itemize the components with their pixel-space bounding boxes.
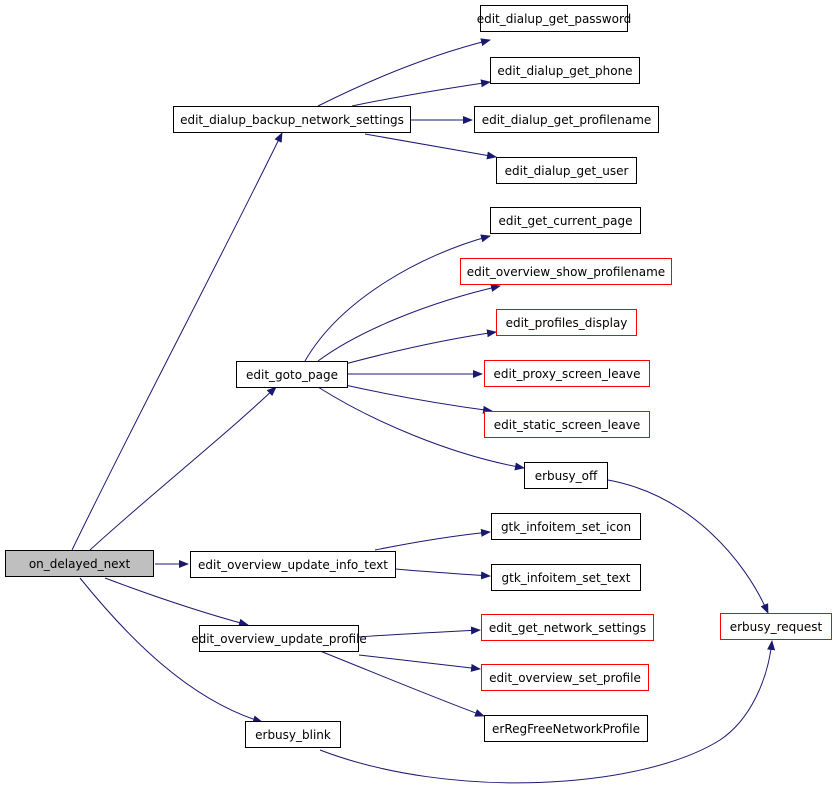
function-node[interactable]: edit_get_current_page: [490, 207, 641, 234]
edge-info-to-set-icon: [374, 528, 491, 551]
edge-info-to-set-text: [394, 568, 491, 580]
edge-blink-to-request: [319, 640, 776, 784]
edge-goto-to-show-profilename: [317, 284, 501, 362]
edge-off-to-request: [607, 479, 769, 614]
function-node-truncated[interactable]: edit_static_screen_leave: [484, 411, 650, 438]
edge-backup-to-password: [317, 38, 491, 107]
edge-profile-to-regfree: [319, 650, 485, 717]
function-node[interactable]: edit_dialup_get_phone: [490, 57, 640, 84]
edge-root-to-blink: [79, 577, 263, 724]
function-node[interactable]: edit_dialup_get_password: [477, 5, 631, 32]
function-node-truncated[interactable]: edit_overview_show_profilename: [460, 258, 672, 285]
function-node[interactable]: edit_goto_page: [236, 361, 348, 388]
function-node-truncated[interactable]: edit_overview_set_profile: [481, 664, 649, 691]
function-node-truncated[interactable]: edit_get_network_settings: [481, 614, 654, 641]
edge-goto-to-erbusy-off: [317, 386, 525, 471]
function-node[interactable]: gtk_infoitem_set_icon: [491, 513, 641, 540]
function-node[interactable]: edit_dialup_backup_network_settings: [173, 106, 411, 133]
function-node[interactable]: edit_overview_update_profile: [191, 625, 367, 652]
function-node-truncated[interactable]: edit_proxy_screen_leave: [484, 360, 650, 387]
root-function-node: on_delayed_next: [5, 550, 154, 577]
function-node[interactable]: erbusy_off: [524, 462, 608, 489]
function-node[interactable]: gtk_infoitem_set_text: [491, 564, 641, 591]
edge-backup-to-user: [364, 133, 497, 160]
edge-backup-to-phone: [351, 79, 491, 107]
function-node-truncated[interactable]: edit_profiles_display: [496, 309, 637, 336]
function-node[interactable]: erRegFreeNetworkProfile: [484, 715, 648, 742]
edge-root-to-backup: [71, 132, 283, 551]
edge-profile-to-network-settings: [358, 626, 481, 638]
edge-goto-to-static-leave: [344, 384, 493, 414]
function-node[interactable]: erbusy_blink: [245, 721, 341, 748]
edge-goto-to-profiles-display: [344, 329, 497, 365]
edge-root-to-update-profile: [104, 577, 249, 627]
edge-root-to-goto: [89, 386, 277, 551]
function-node[interactable]: edit_overview_update_info_text: [190, 551, 396, 578]
function-node[interactable]: edit_dialup_get_user: [496, 157, 637, 184]
function-node-truncated[interactable]: erbusy_request: [720, 613, 832, 640]
edge-profile-to-set-profile: [358, 654, 481, 672]
function-node[interactable]: edit_dialup_get_profilename: [474, 106, 659, 133]
edge-goto-to-current-page: [304, 234, 491, 362]
